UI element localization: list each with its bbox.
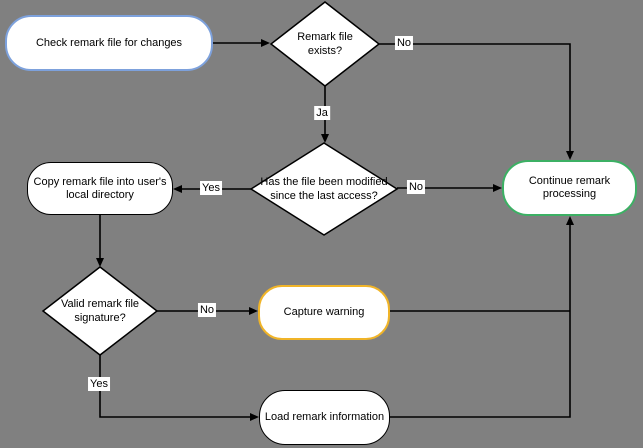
decision-remark-file-exists-shape (269, 1, 381, 87)
edge-label-modified-yes: Yes (200, 181, 222, 195)
decision-valid-signature-shape (41, 266, 159, 356)
edge-exists-no-to-continue (379, 43, 574, 160)
process-copy-remark-file: Copy remark file into user's local direc… (27, 162, 173, 215)
process-capture-warning: Capture warning (258, 285, 390, 340)
edge-label-signature-yes: Yes (88, 377, 110, 391)
edge-label-exists-no: No (394, 36, 414, 50)
edge-label-signature-no: No (197, 303, 217, 317)
process-capture-warning-label: Capture warning (283, 306, 365, 318)
process-continue-remark-processing: Continue remark processing (502, 160, 637, 216)
process-check-remark-file: Check remark file for changes (5, 15, 213, 71)
process-continue-remark-processing-label: Continue remark processing (528, 175, 611, 200)
decision-file-modified-shape (249, 142, 399, 236)
process-check-remark-file-label: Check remark file for changes (35, 36, 183, 49)
edge-signature-yes-to-load (99, 355, 259, 421)
process-copy-remark-file-label: Copy remark file into user's local direc… (33, 175, 167, 201)
edge-label-exists-ja: Ja (314, 106, 330, 120)
edge-label-modified-no: No (406, 180, 426, 194)
process-load-remark-information: Load remark information (259, 390, 390, 445)
process-load-remark-information-label: Load remark information (264, 411, 385, 423)
edge-load-to-continue (390, 216, 574, 418)
